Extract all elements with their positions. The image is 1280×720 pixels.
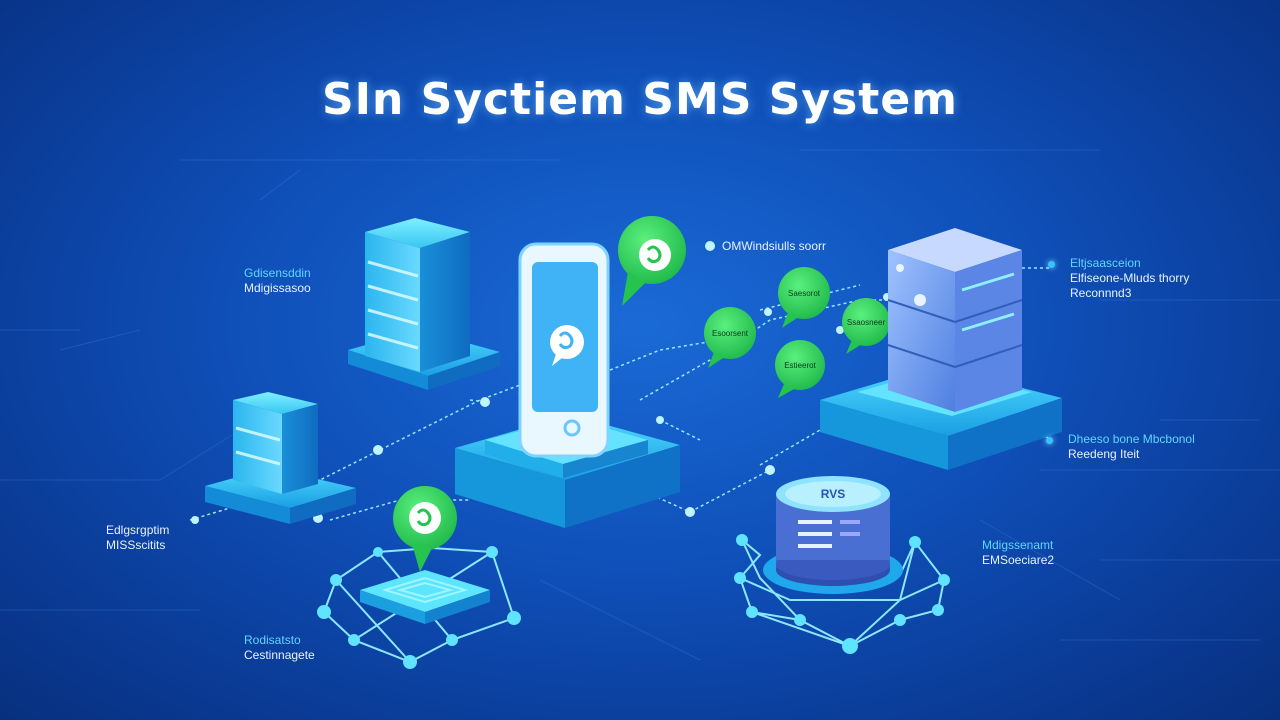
server-stack-top-left: [348, 218, 500, 390]
server-right: [820, 228, 1062, 470]
svg-text:Estieerot: Estieerot: [784, 361, 816, 370]
svg-text:Esoorsent: Esoorsent: [712, 329, 749, 338]
chat-bubble-top-icon: [618, 216, 686, 306]
database-network: RVS: [734, 476, 950, 654]
svg-text:Ssaosneer: Ssaosneer: [847, 318, 886, 327]
bottom-hub: [317, 486, 521, 669]
message-bubble-1: Esoorsent: [704, 307, 756, 368]
background-grid: [0, 149, 1280, 661]
page-title: SIn Syctiem SMS System: [321, 74, 959, 125]
message-bubbles: Esoorsent Saesorot Estieerot Ssaosneer: [704, 267, 890, 398]
message-bubble-3: Estieerot: [775, 340, 825, 398]
message-bubble-4: Ssaosneer: [842, 298, 890, 354]
svg-text:Saesorot: Saesorot: [788, 289, 821, 298]
label-top-center: OMWindsiulls soorr: [722, 239, 827, 253]
smartphone-icon: [518, 242, 610, 458]
message-bubble-2: Saesorot: [778, 267, 830, 328]
database-badge: RVS: [821, 487, 845, 501]
server-stack-left: [205, 392, 356, 524]
